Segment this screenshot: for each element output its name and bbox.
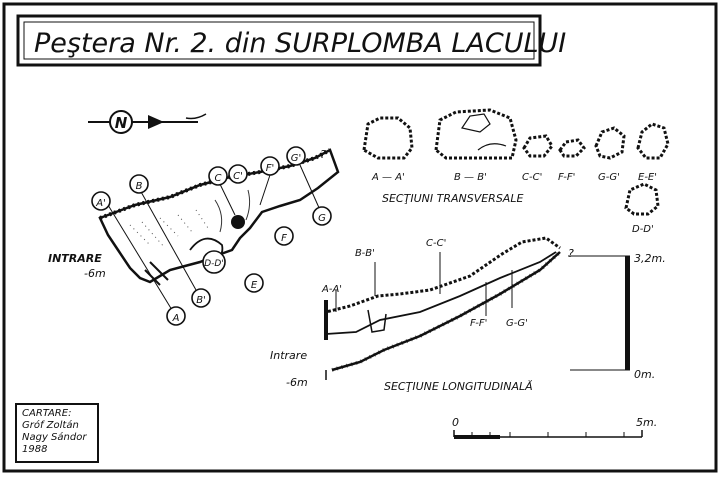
long-label-a-a: A-A' [321,284,342,295]
long-left-depth: -6m [286,376,308,389]
plan-entrance-label: INTRARE [48,252,102,265]
scale-bar: 0 5m. [452,416,657,439]
scale-end: 5m. [636,416,657,429]
marker-label: B' [196,295,206,306]
credit-line-4: 1988 [22,444,47,455]
long-label-c-c: C-C' [426,238,446,249]
map-title: Peştera Nr. 2. din SURPLOMBA LACULUI [34,28,566,59]
marker-label: F' [266,163,275,174]
section-marker-b-prime: B' [191,288,211,308]
marker-label: F [281,233,287,244]
credit-line-3: Nagy Sándor [22,431,87,443]
section-marker-e: E [244,273,264,293]
long-zero-label: 0m. [634,368,655,381]
long-entrance-label: Intrare [270,349,307,362]
marker-label: G' [291,153,302,164]
marker-label: C' [233,171,243,182]
cave-plan: A' B C C' F' G' G F [48,146,340,326]
credit-line-2: Gróf Zoltán [22,419,79,431]
outer-frame [2,2,718,473]
longitudinal-title: SECŢIUNE LONGITUDINALĂ [384,380,533,393]
transverse-sections: A — A' B — B' C-C' F-F' G-G' E-E' D-D' S… [362,108,670,235]
marker-label: E [251,280,258,291]
long-label-g-g: G-G' [506,318,528,329]
long-question-mark: ? [568,247,574,260]
long-top-height: 3,2m. [634,252,666,265]
credit-line-1: CARTARE: [22,408,71,419]
marker-label: C [215,173,222,184]
section-label-c-c: C-C' [522,172,542,183]
section-marker-a: A [166,306,186,326]
marker-label: A [172,313,180,324]
section-marker-g-prime: G' [286,146,306,166]
scale-start: 0 [452,416,459,429]
section-marker-c: C [208,166,228,186]
section-label-f-f: F-F' [558,172,575,183]
long-label-b-b: B-B' [355,248,375,259]
section-label-g-g: G-G' [598,172,620,183]
marker-label: B [136,181,143,192]
marker-label: G [318,213,326,224]
section-marker-b: B [129,174,149,194]
section-marker-f: F [274,226,294,246]
longitudinal-section: A-A' B-B' C-C' F-F' G-G' Intrare -6m 3,2… [270,236,666,393]
plan-depth-label: -6m [84,267,106,280]
section-marker-c-prime: C' [228,164,248,184]
long-label-f-f: F-F' [470,318,487,329]
section-marker-f-prime: F' [260,156,280,176]
marker-label: A' [95,198,106,209]
title-box: Peştera Nr. 2. din SURPLOMBA LACULUI [16,14,566,67]
plan-question-mark: ? [320,148,326,161]
credits-box: CARTARE: Gróf Zoltán Nagy Sándor 1988 [15,403,99,463]
north-label: N [115,114,128,132]
north-arrow-icon: N [88,110,207,134]
section-label-a-a: A — A' [371,172,405,183]
transverse-title: SECŢIUNI TRANSVERSALE [382,192,523,205]
marker-label: D-D' [204,259,224,269]
section-label-b-b: B — B' [454,172,487,183]
section-marker-g: G [312,206,332,226]
section-marker-a-prime: A' [91,191,111,211]
section-label-e-e: E-E' [638,172,657,183]
section-marker-d-d-prime: D-D' [202,250,226,274]
section-label-d-d: D-D' [632,224,654,235]
